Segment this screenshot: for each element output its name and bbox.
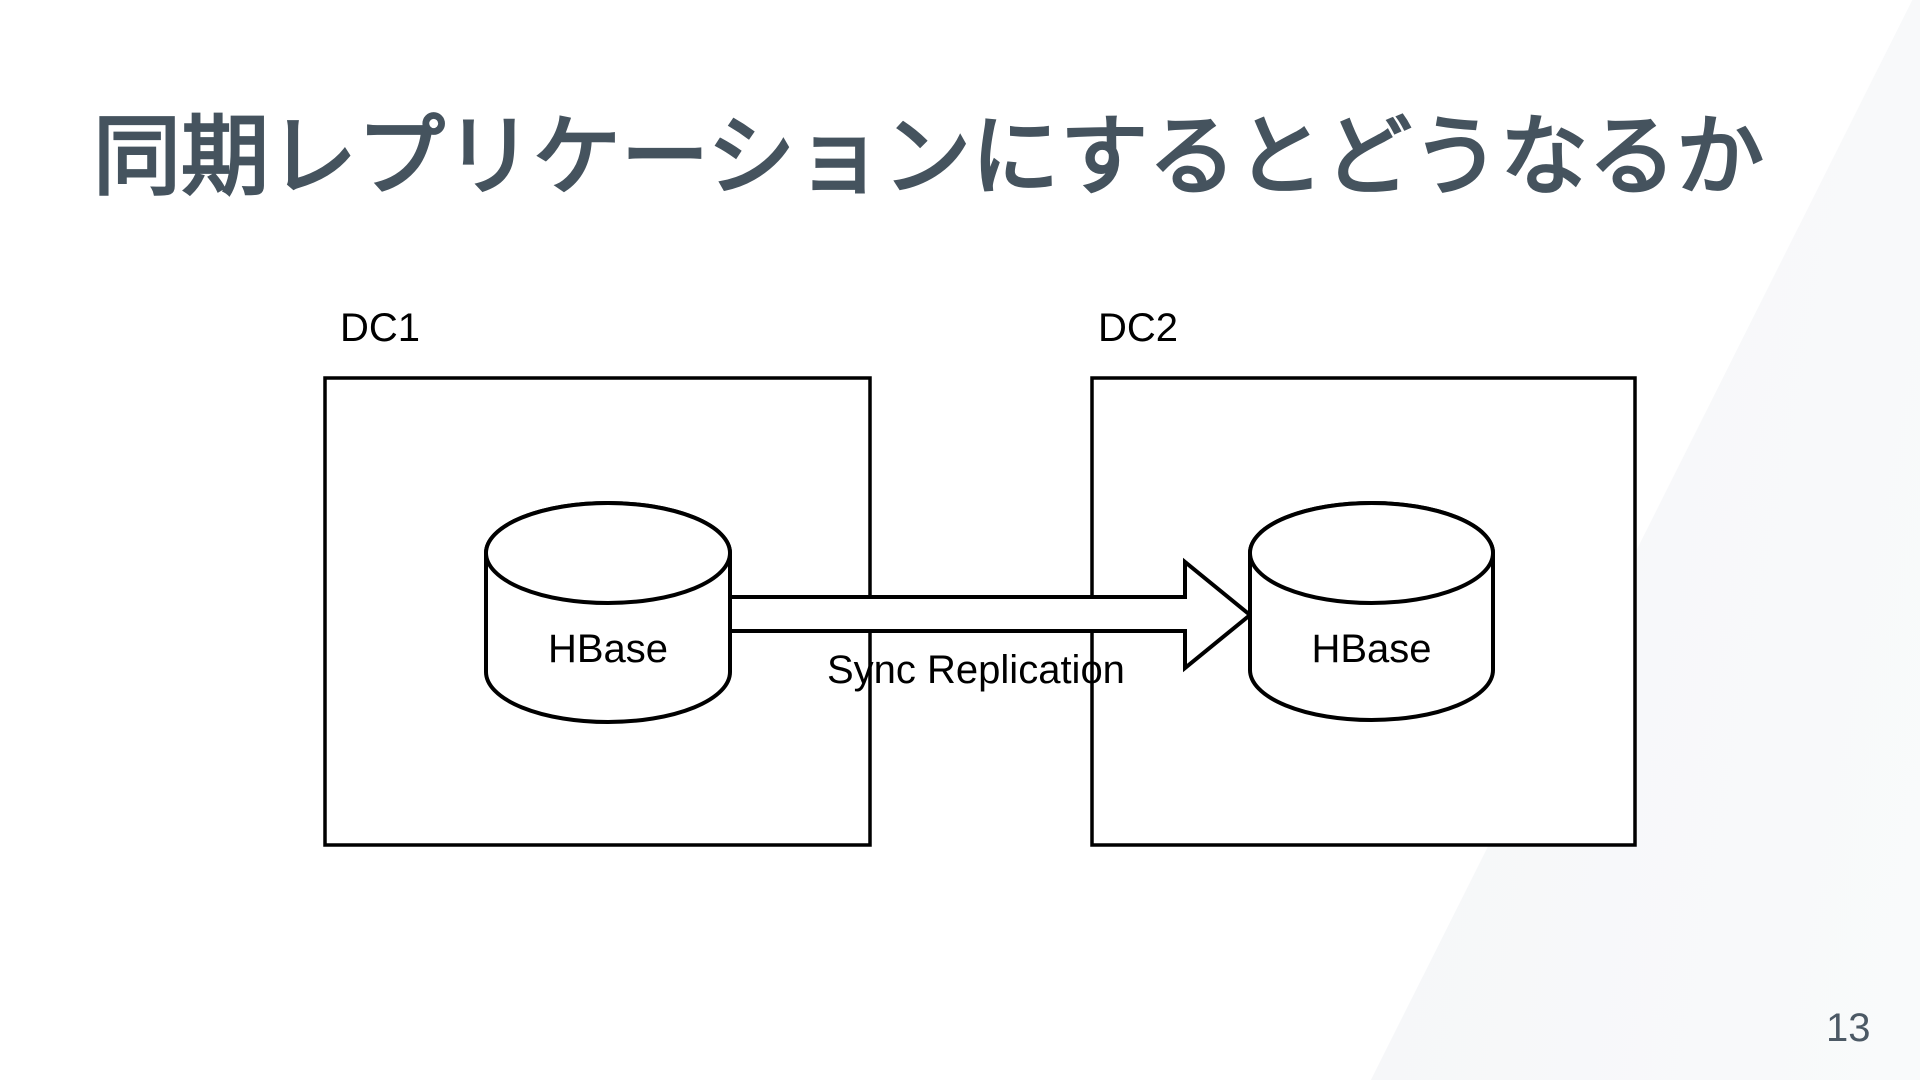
dc2-label: DC2 (1098, 306, 1178, 350)
sync-replication-arrow (727, 557, 1254, 673)
dc1-label: DC1 (340, 306, 420, 350)
hbase-cylinder-dc1 (484, 501, 732, 724)
page-number: 13 (1826, 1006, 1871, 1050)
hbase-label-dc1: HBase (548, 627, 668, 671)
cylinder-top (484, 501, 732, 605)
sync-replication-label: Sync Replication (827, 648, 1125, 692)
cylinder-top (1248, 501, 1495, 605)
hbase-label-dc2: HBase (1311, 627, 1431, 671)
slide-title: 同期レプリケーションにするとどうなるか (93, 107, 1765, 206)
hbase-cylinder-dc2 (1248, 501, 1495, 722)
